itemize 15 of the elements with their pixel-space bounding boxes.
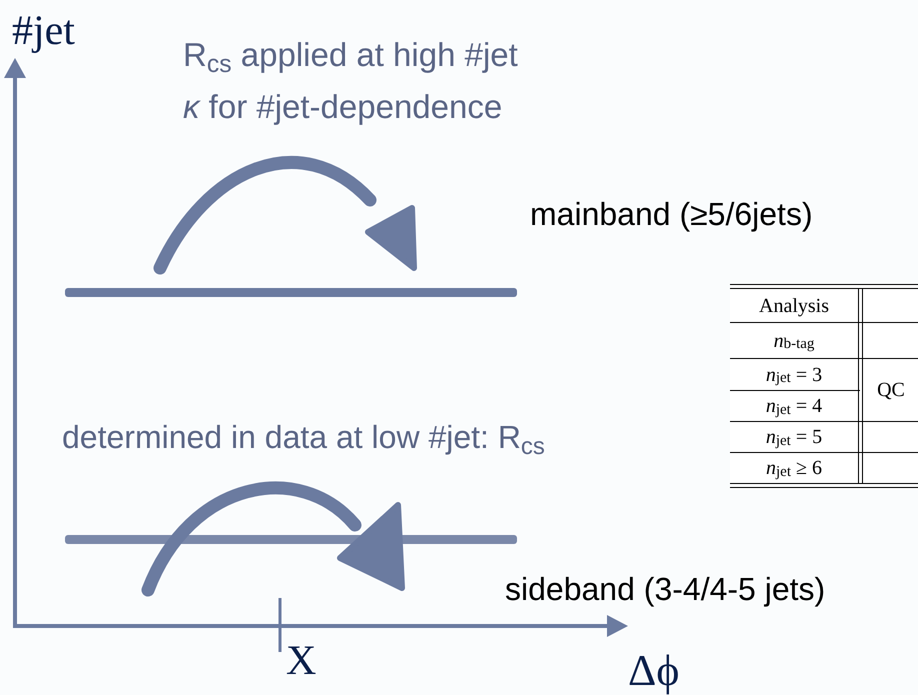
table-cell-text: Analysis (758, 294, 830, 318)
annotation-text: determined in data at low #jet: R$_{cs}$ (62, 418, 545, 461)
table-cell-text: n$_{jet}$ = 5 (764, 425, 824, 451)
table-cell-text: QC (876, 378, 906, 403)
annotation-text: κ for #jet-dependence (183, 87, 502, 127)
table-cell-text: n$_{b-tag}$ (772, 328, 816, 354)
table-cell-text: n$_{jet}$ = 3 (764, 362, 824, 388)
band-label: sideband (3-4/4-5 jets) (505, 570, 826, 609)
band-label: mainband (≥5/6jets) (530, 195, 813, 234)
tick-label: X (286, 637, 316, 686)
table-cell-text: n$_{jet}$ ≥ 6 (765, 456, 823, 482)
axis-label: #jet (12, 7, 75, 56)
table-cell-text: n$_{jet}$ = 4 (764, 394, 824, 420)
axis-label: Δϕ (628, 645, 680, 695)
annotation-text: R$_{cs}$ applied at high #jet (183, 35, 518, 80)
